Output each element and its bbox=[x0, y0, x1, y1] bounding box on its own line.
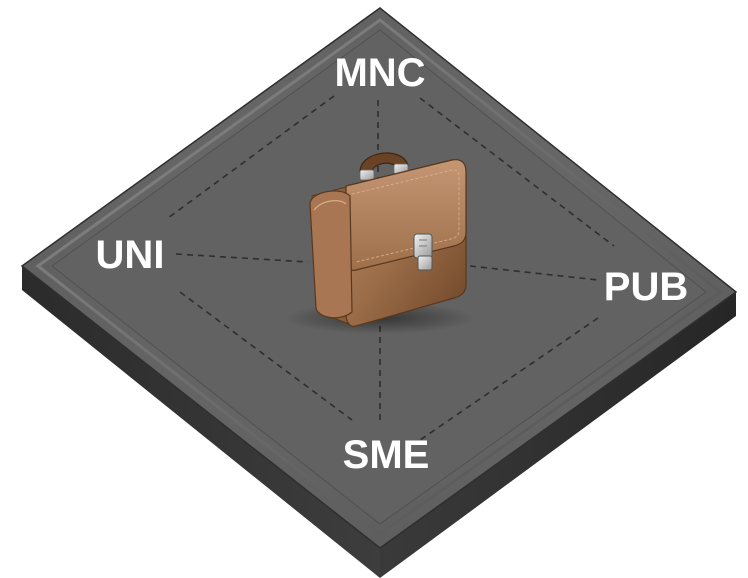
platform-rim bbox=[22, 266, 736, 578]
platform-bevel bbox=[35, 18, 723, 536]
node-label-left: UNI bbox=[96, 233, 165, 277]
node-label-bottom: SME bbox=[343, 433, 430, 477]
node-label-right: PUB bbox=[604, 265, 688, 309]
briefcase-icon bbox=[284, 152, 476, 334]
node-label-top: MNC bbox=[334, 51, 425, 95]
connector-lines bbox=[167, 95, 615, 441]
